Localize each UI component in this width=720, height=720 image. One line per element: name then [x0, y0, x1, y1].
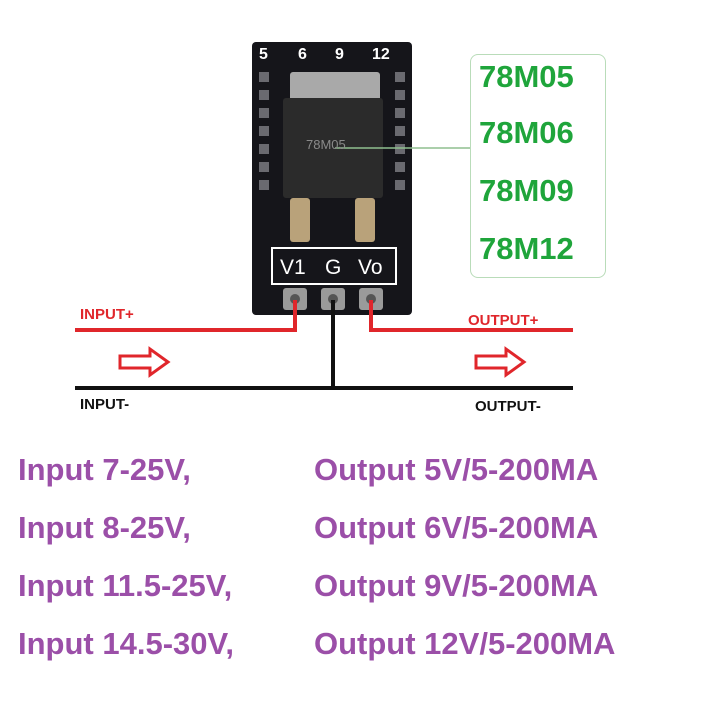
input-arrow-icon	[118, 346, 171, 378]
pin-label-vout: Vo	[358, 256, 383, 279]
spec-output: Output 6V/5-200MA	[314, 510, 599, 545]
wiring-diagram	[75, 42, 573, 390]
voltage-option-9: 9	[335, 46, 344, 63]
spec-output: Output 9V/5-200MA	[314, 568, 599, 603]
pad-hole-vin	[290, 294, 300, 304]
chip-option-78m05: 78M05	[479, 59, 574, 94]
output-positive-label: OUTPUT+	[468, 312, 539, 329]
spec-input: Input 11.5-25V,	[18, 568, 233, 603]
regulator-chip	[283, 98, 383, 198]
pad-hole-gnd	[328, 294, 338, 304]
spec-input: Input 14.5-30V,	[18, 626, 234, 661]
input-positive-label: INPUT+	[80, 306, 134, 323]
regulator-leg-right	[355, 198, 375, 242]
pin-label-vin: V1	[280, 256, 306, 279]
chip-option-78m09: 78M09	[479, 173, 574, 208]
output-arrow-icon	[474, 346, 527, 378]
side-pads-right	[395, 72, 405, 190]
spec-input: Input 8-25V,	[18, 510, 191, 545]
output-positive-wire	[369, 300, 573, 332]
spec-output: Output 5V/5-200MA	[314, 452, 599, 487]
side-pads-left	[259, 72, 269, 190]
spec-input: Input 7-25V,	[18, 452, 191, 487]
voltage-option-12: 12	[372, 46, 390, 63]
regulator-leg-left	[290, 198, 310, 242]
regulator-tab	[290, 72, 380, 102]
input-negative-label: INPUT-	[80, 396, 130, 413]
spec-output: Output 12V/5-200MA	[314, 626, 616, 661]
pin-label-strip	[271, 247, 397, 285]
input-positive-wire	[75, 300, 297, 332]
pad-hole-vout	[366, 294, 376, 304]
voltage-option-5: 5	[259, 46, 268, 63]
chip-marking: 78M05	[306, 137, 346, 152]
chip-option-78m06: 78M06	[479, 115, 574, 150]
pin-label-gnd: G	[325, 256, 342, 279]
voltage-option-6: 6	[298, 46, 307, 63]
output-negative-label: OUTPUT-	[475, 398, 541, 415]
chip-options-box: 78M05 78M06 78M09 78M12	[470, 54, 606, 278]
chip-option-78m12: 78M12	[479, 231, 574, 266]
